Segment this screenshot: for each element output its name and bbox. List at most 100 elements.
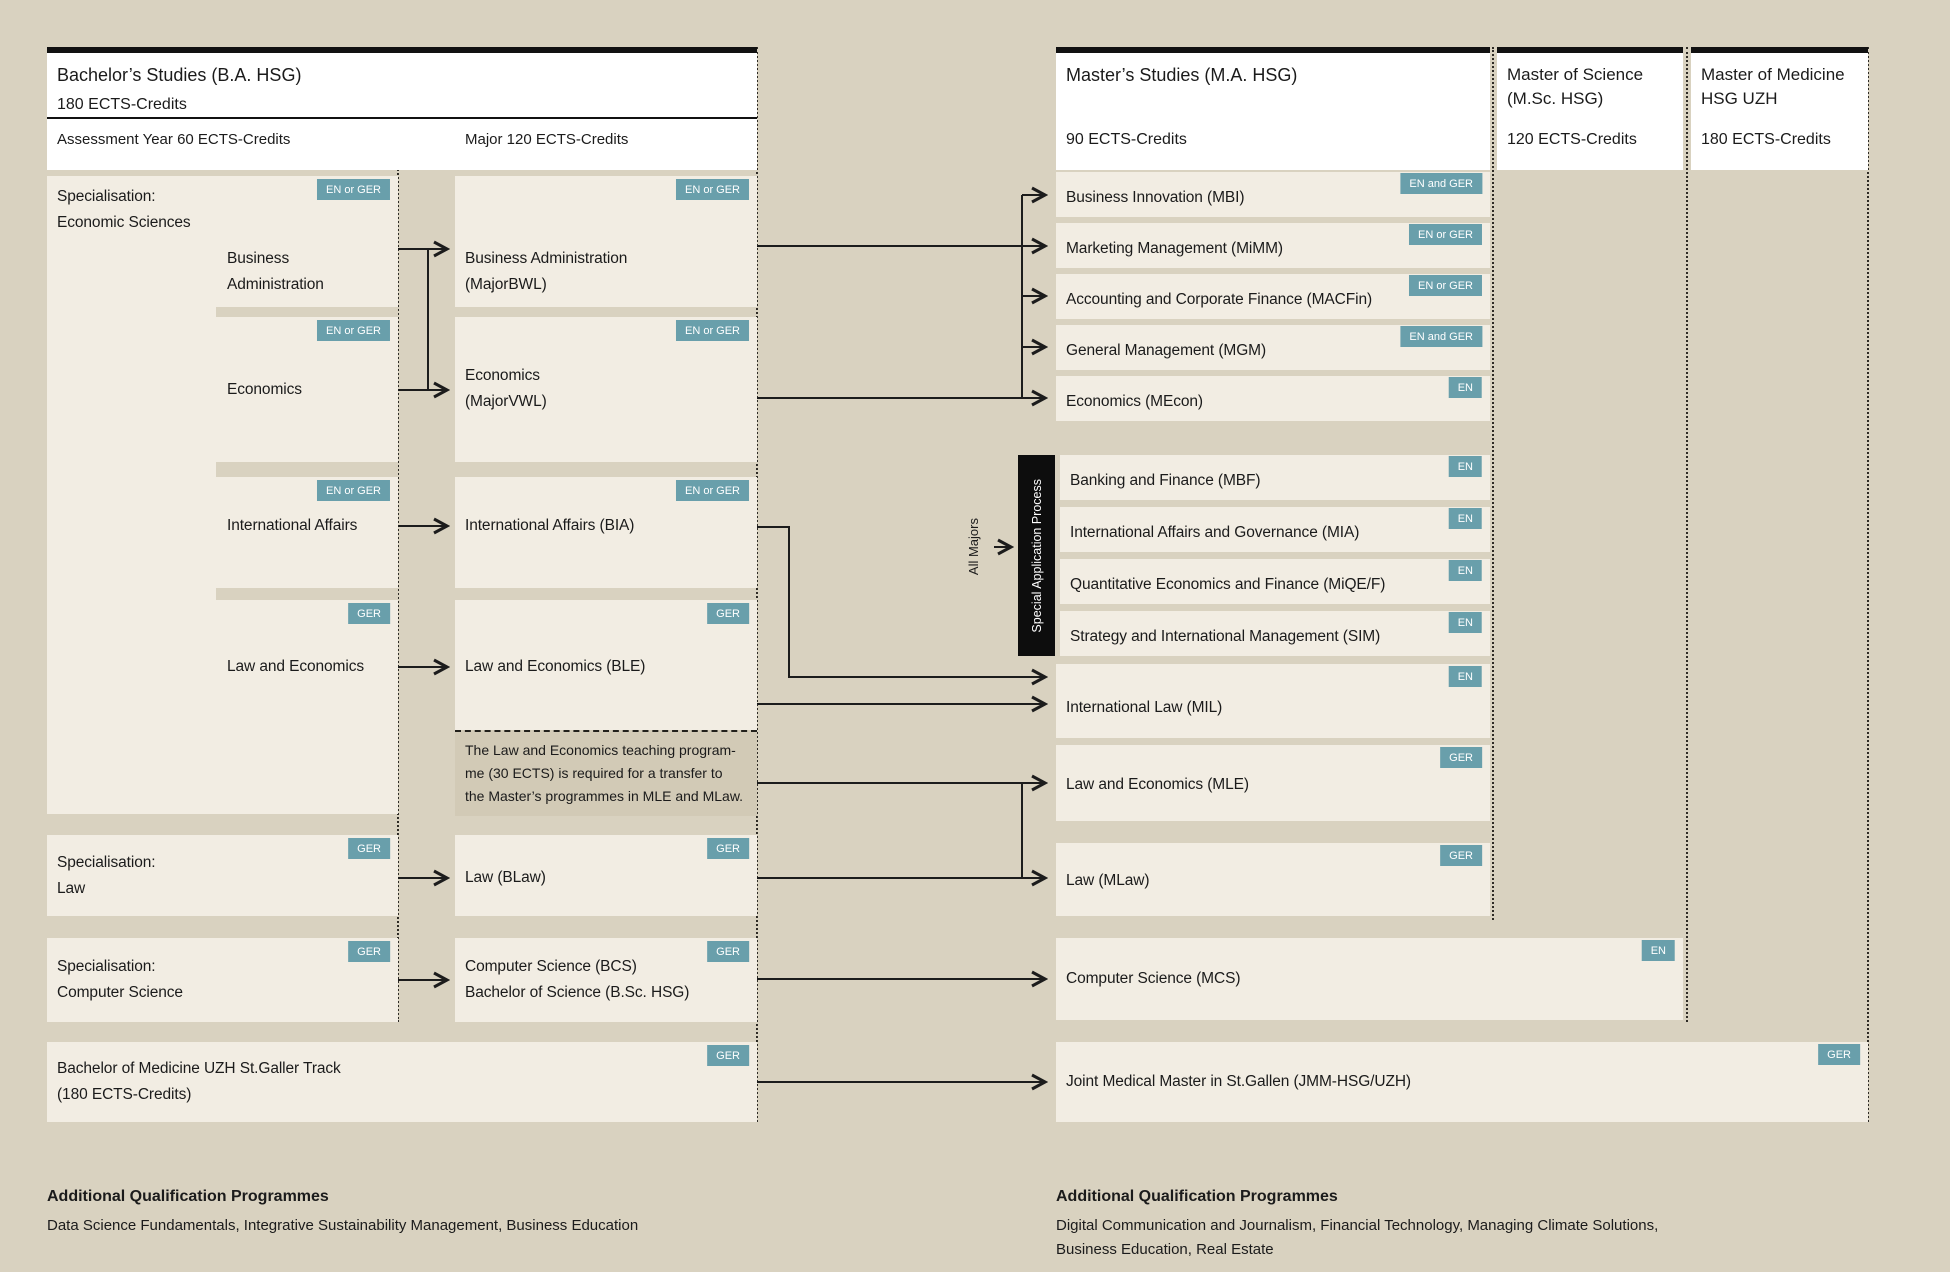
major-bwl-label: Business Administration (MajorBWL) (465, 246, 627, 298)
spec-law-line2: Law (57, 880, 86, 897)
badge-miqef: EN (1448, 560, 1482, 581)
master-mbf-label: Banking and Finance (MBF) (1070, 472, 1261, 489)
major-vwl-box (455, 317, 757, 462)
badge-mbi: EN and GER (1400, 173, 1482, 194)
footer-right-line1: Digital Communication and Journalism, Fi… (1056, 1217, 1659, 1234)
mmed-credits: 180 ECTS-Credits (1701, 131, 1831, 148)
master-mcs-label: Computer Science (MCS) (1066, 970, 1241, 987)
badge-mecon: EN (1448, 377, 1482, 398)
bachelor-header-divider (47, 117, 757, 119)
master-mil-label: International Law (MIL) (1066, 699, 1223, 716)
major-bia-label: International Affairs (BIA) (465, 517, 635, 534)
badge-mlaw: GER (1440, 845, 1482, 866)
msc-header-bar (1497, 47, 1683, 53)
badge-assess-bwl: EN or GER (316, 179, 390, 200)
ble-transfer-note: The Law and Economics teaching program- … (465, 739, 743, 808)
spec-law-line1: Specialisation: (57, 854, 156, 871)
note-line2: me (30 ECTS) is required for a transfer … (465, 765, 723, 781)
subbox-gap (216, 462, 398, 477)
bachelor-credits: 180 ECTS-Credits (57, 96, 187, 113)
badge-sim: EN (1448, 612, 1482, 633)
badge-mcs: EN (1641, 940, 1675, 961)
badge-mgm: EN and GER (1400, 326, 1482, 347)
footer-right-line2: Business Education, Real Estate (1056, 1241, 1274, 1258)
bachelor-header: Bachelor’s Studies (B.A. HSG) 180 ECTS-C… (47, 53, 757, 170)
special-application-process-box: Special Application Process (1018, 455, 1055, 656)
badge-assess-econ: EN or GER (316, 320, 390, 341)
mmed-title-line1: Master of Medicine (1701, 65, 1845, 84)
major-bwl-line1: Business Administration (465, 250, 628, 267)
col-assessment-label: Assessment Year 60 ECTS-Credits (57, 131, 291, 148)
master-mlaw-label: Law (MLaw) (1066, 872, 1150, 889)
econ-spec-label: Specialisation: Economic Sciences (57, 184, 191, 236)
badge-jmm: GER (1818, 1044, 1860, 1065)
spec-law-box (47, 835, 398, 916)
badge-assess-le: GER (348, 603, 390, 624)
master-mbf-box (1060, 455, 1490, 500)
master-header-bar (1056, 47, 1490, 53)
assess-bwl-label: Business Administration (227, 246, 324, 298)
ble-transfer-note-box (455, 730, 757, 816)
mmed-header: Master of Medicine HSG UZH 180 ECTS-Cred… (1691, 53, 1868, 170)
special-application-process-label: Special Application Process (1029, 478, 1044, 633)
assess-bwl-line1: Business (227, 250, 290, 267)
badge-spec-law: GER (348, 838, 390, 859)
assess-le-label: Law and Economics (227, 658, 365, 675)
subbox-gap (216, 307, 398, 317)
footer-right-body: Digital Communication and Journalism, Fi… (1056, 1214, 1658, 1262)
badge-mbf: EN (1448, 456, 1482, 477)
divider-msc-mmed (1686, 47, 1688, 1022)
msc-header: Master of Science (M.Sc. HSG) 120 ECTS-C… (1497, 53, 1683, 170)
master-mia-label: International Affairs and Governance (MI… (1070, 524, 1360, 541)
mmed-header-bar (1691, 47, 1868, 53)
major-bcs-line1: Computer Science (BCS) (465, 958, 637, 975)
mmed-title: Master of Medicine HSG UZH (1701, 63, 1845, 111)
badge-spec-cs: GER (348, 941, 390, 962)
divider-assessment-major (397, 118, 399, 1022)
badge-major-bwl: EN or GER (675, 179, 749, 200)
econ-spec-line1: Specialisation: (57, 188, 156, 205)
divider-mmed-right (1867, 47, 1869, 1122)
badge-major-ble: GER (707, 603, 749, 624)
master-credits: 90 ECTS-Credits (1066, 131, 1187, 148)
spec-cs-label: Specialisation: Computer Science (57, 954, 183, 1006)
mmed-title-line2: HSG UZH (1701, 89, 1778, 108)
badge-mia: EN (1448, 508, 1482, 529)
footer-left-title: Additional Qualification Programmes (47, 1188, 329, 1205)
major-ble-box (455, 600, 757, 730)
major-blaw-label: Law (BLaw) (465, 869, 546, 886)
master-sim-label: Strategy and International Management (S… (1070, 628, 1381, 645)
major-vwl-line1: Economics (465, 367, 540, 384)
assess-ia-label: International Affairs (227, 517, 358, 534)
master-mbi-label: Business Innovation (MBI) (1066, 189, 1245, 206)
msc-title-line1: Master of Science (1507, 65, 1644, 84)
spec-cs-box (47, 938, 398, 1022)
master-mia-box (1060, 507, 1490, 552)
major-blaw-box (455, 835, 757, 916)
econ-spec-line2: Economic Sciences (57, 214, 191, 231)
master-mle-label: Law and Economics (MLE) (1066, 776, 1249, 793)
master-mgm-label: General Management (MGM) (1066, 342, 1267, 359)
major-vwl-label: Economics (MajorVWL) (465, 363, 547, 415)
master-macfin-label: Accounting and Corporate Finance (MACFin… (1066, 291, 1373, 308)
master-header: Master’s Studies (M.A. HSG) 90 ECTS-Cred… (1056, 53, 1490, 170)
badge-bmed: GER (707, 1045, 749, 1066)
major-ble-label: Law and Economics (BLE) (465, 658, 646, 675)
badge-macfin: EN or GER (1408, 275, 1482, 296)
note-line1: The Law and Economics teaching program- (465, 742, 736, 758)
badge-major-vwl: EN or GER (675, 320, 749, 341)
footer-left-body: Data Science Fundamentals, Integrative S… (47, 1217, 639, 1234)
badge-major-bia: EN or GER (675, 480, 749, 501)
bmed-line2: (180 ECTS-Credits) (57, 1086, 192, 1103)
assess-bwl-line2: Administration (227, 276, 324, 293)
spec-cs-line1: Specialisation: (57, 958, 156, 975)
badge-assess-ia: EN or GER (316, 480, 390, 501)
major-bcs-box (455, 938, 757, 1022)
master-mil-box (1056, 664, 1490, 738)
badge-mimm: EN or GER (1408, 224, 1482, 245)
col-major-label: Major 120 ECTS-Credits (465, 131, 629, 148)
master-mcs-box (1056, 938, 1683, 1020)
assess-econ-label: Economics (227, 381, 302, 398)
major-bcs-line2: Bachelor of Science (B.Sc. HSG) (465, 984, 690, 1001)
